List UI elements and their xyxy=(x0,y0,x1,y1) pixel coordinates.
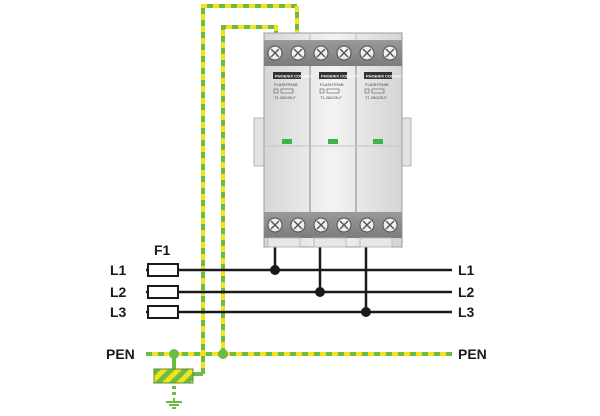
phase-conductors xyxy=(146,240,452,314)
screw-terminal-icon xyxy=(290,217,306,233)
screw-terminal-icon xyxy=(382,217,398,233)
module-label-3: PHOENIX CONTACT FLASHTRAB T1 260/25-F xyxy=(364,72,405,100)
rating-text: T1 260/25-F xyxy=(274,95,296,100)
left-l1-label: L1 xyxy=(110,262,127,278)
screw-terminal-icon xyxy=(267,45,283,61)
pen-junction-dot xyxy=(169,349,179,359)
brand-logo: PHOENIX CONTACT xyxy=(275,74,314,79)
screw-terminal-icon xyxy=(290,45,306,61)
screw-terminal-icon xyxy=(267,217,283,233)
brand-logo: PHOENIX CONTACT xyxy=(366,74,405,79)
fuse-label: F1 xyxy=(154,242,171,258)
pen-terminal-block xyxy=(153,368,194,384)
left-pen-label: PEN xyxy=(106,346,135,362)
screw-terminal-icon xyxy=(336,217,352,233)
screw-terminal-icon xyxy=(359,45,375,61)
rating-text: T1 260/25-F xyxy=(365,95,387,100)
left-l3-label: L3 xyxy=(110,304,127,320)
screw-terminals xyxy=(267,45,398,233)
ground-icon xyxy=(166,398,182,409)
fuse-icon xyxy=(147,263,179,319)
model-name: FLASHTRAB xyxy=(320,82,344,87)
junction-dots xyxy=(270,265,371,317)
screw-terminal-icon xyxy=(359,217,375,233)
right-l3-label: L3 xyxy=(458,304,475,320)
brand-logo: PHOENIX CONTACT xyxy=(321,74,360,79)
l3-junction-dot xyxy=(361,307,371,317)
l1-junction-dot xyxy=(270,265,280,275)
screw-terminal-icon xyxy=(313,217,329,233)
module-label-2: PHOENIX CONTACT FLASHTRAB T1 260/25-F xyxy=(319,72,360,100)
surge-arrester-icon xyxy=(253,32,412,248)
pen-junction-dot xyxy=(218,349,228,359)
screw-terminal-icon xyxy=(382,45,398,61)
right-pen-label: PEN xyxy=(458,346,487,362)
pe-conductors xyxy=(146,4,452,398)
l2-junction-dot xyxy=(315,287,325,297)
model-name: FLASHTRAB xyxy=(365,82,389,87)
model-name: FLASHTRAB xyxy=(274,82,298,87)
right-l2-label: L2 xyxy=(458,284,475,300)
rating-text: T1 260/25-F xyxy=(320,95,342,100)
left-l2-label: L2 xyxy=(110,284,127,300)
screw-terminal-icon xyxy=(313,45,329,61)
right-l1-label: L1 xyxy=(458,262,475,278)
screw-terminal-icon xyxy=(336,45,352,61)
module-label-1: PHOENIX CONTACT FLASHTRAB T1 260/25-F xyxy=(273,72,314,100)
